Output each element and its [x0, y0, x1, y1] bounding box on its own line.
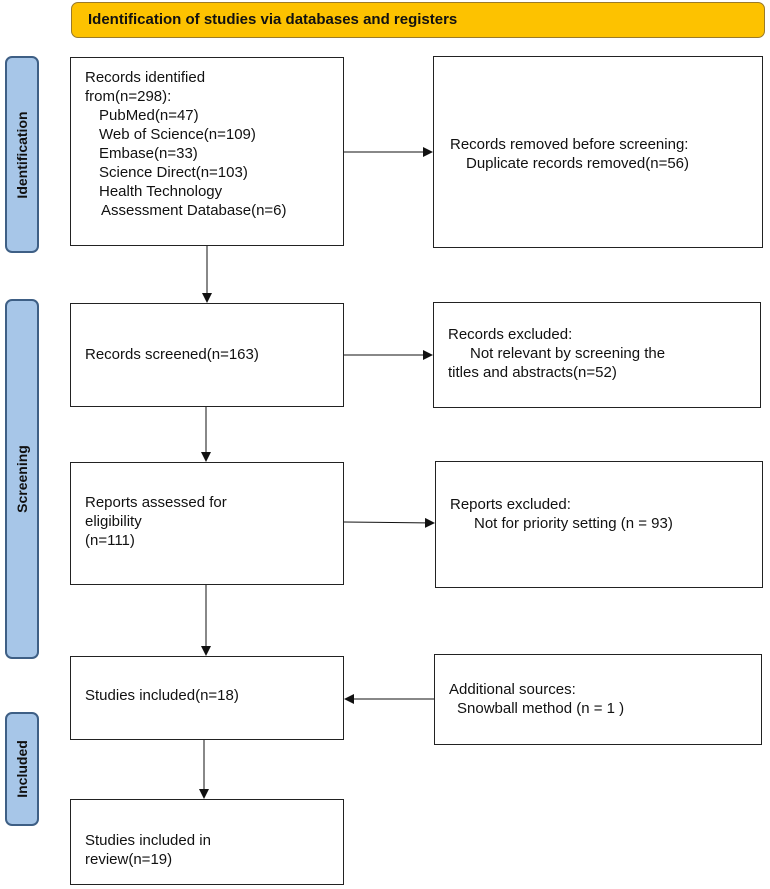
flow-title-banner: Identification of studies via databases …	[71, 2, 765, 38]
source-pubmed: PubMed(n=47)	[99, 107, 199, 124]
additional-sources-box: Additional sources: Snowball method (n =…	[434, 654, 762, 745]
records-excluded-reason-2: titles and abstracts(n=52)	[448, 364, 617, 381]
records-identified-heading: Records identified	[85, 69, 206, 86]
duplicate-records-removed: Duplicate records removed(n=56)	[466, 155, 690, 172]
studies-in-review-count: review(n=19)	[85, 851, 173, 868]
reports-excluded-box: Reports excluded: Not for priority setti…	[435, 461, 763, 588]
studies-included-box: Studies included(n=18)	[70, 656, 344, 740]
reports-assessed-count: (n=111)	[85, 532, 135, 549]
reports-excluded-heading: Reports excluded:	[450, 496, 571, 513]
additional-sources-heading: Additional sources:	[449, 681, 576, 698]
records-screened-text: Records screened(n=163)	[85, 346, 259, 363]
source-web-of-science: Web of Science(n=109)	[99, 126, 256, 143]
records-removed-heading: Records removed before screening:	[450, 136, 689, 153]
source-science-direct: Science Direct(n=103)	[99, 164, 248, 181]
stage-screening: Screening	[5, 299, 39, 659]
records-removed-box: Records removed before screening: Duplic…	[433, 56, 763, 248]
reports-excluded-reason: Not for priority setting (n = 93)	[474, 515, 673, 532]
studies-included-text: Studies included(n=18)	[85, 687, 239, 704]
reports-assessed-box: Reports assessed for eligibility (n=111)	[70, 462, 344, 585]
records-identified-box: Records identified from(n=298): PubMed(n…	[70, 57, 344, 246]
source-embase: Embase(n=33)	[99, 145, 198, 162]
studies-in-review-box: Studies included in review(n=19)	[70, 799, 344, 885]
source-hta-line-1: Health Technology	[99, 183, 223, 200]
records-excluded-heading: Records excluded:	[448, 326, 573, 343]
arrow-assessed-to-excluded	[343, 517, 435, 528]
records-identified-total: from(n=298):	[85, 88, 172, 105]
records-screened-box: Records screened(n=163)	[70, 303, 344, 407]
source-hta-line-2: Assessment Database(n=6)	[101, 202, 287, 219]
stage-identification: Identification	[5, 56, 39, 253]
stage-included: Included	[5, 712, 39, 826]
records-excluded-box: Records excluded: Not relevant by screen…	[433, 302, 761, 408]
flow-title: Identification of studies via databases …	[88, 11, 458, 28]
snowball-method: Snowball method (n = 1 )	[457, 700, 625, 717]
reports-assessed-line-1: Reports assessed for	[85, 494, 227, 511]
studies-in-review-line-1: Studies included in	[85, 832, 211, 849]
records-excluded-reason-1: Not relevant by screening the	[470, 345, 666, 362]
reports-assessed-line-2: eligibility	[85, 513, 142, 530]
